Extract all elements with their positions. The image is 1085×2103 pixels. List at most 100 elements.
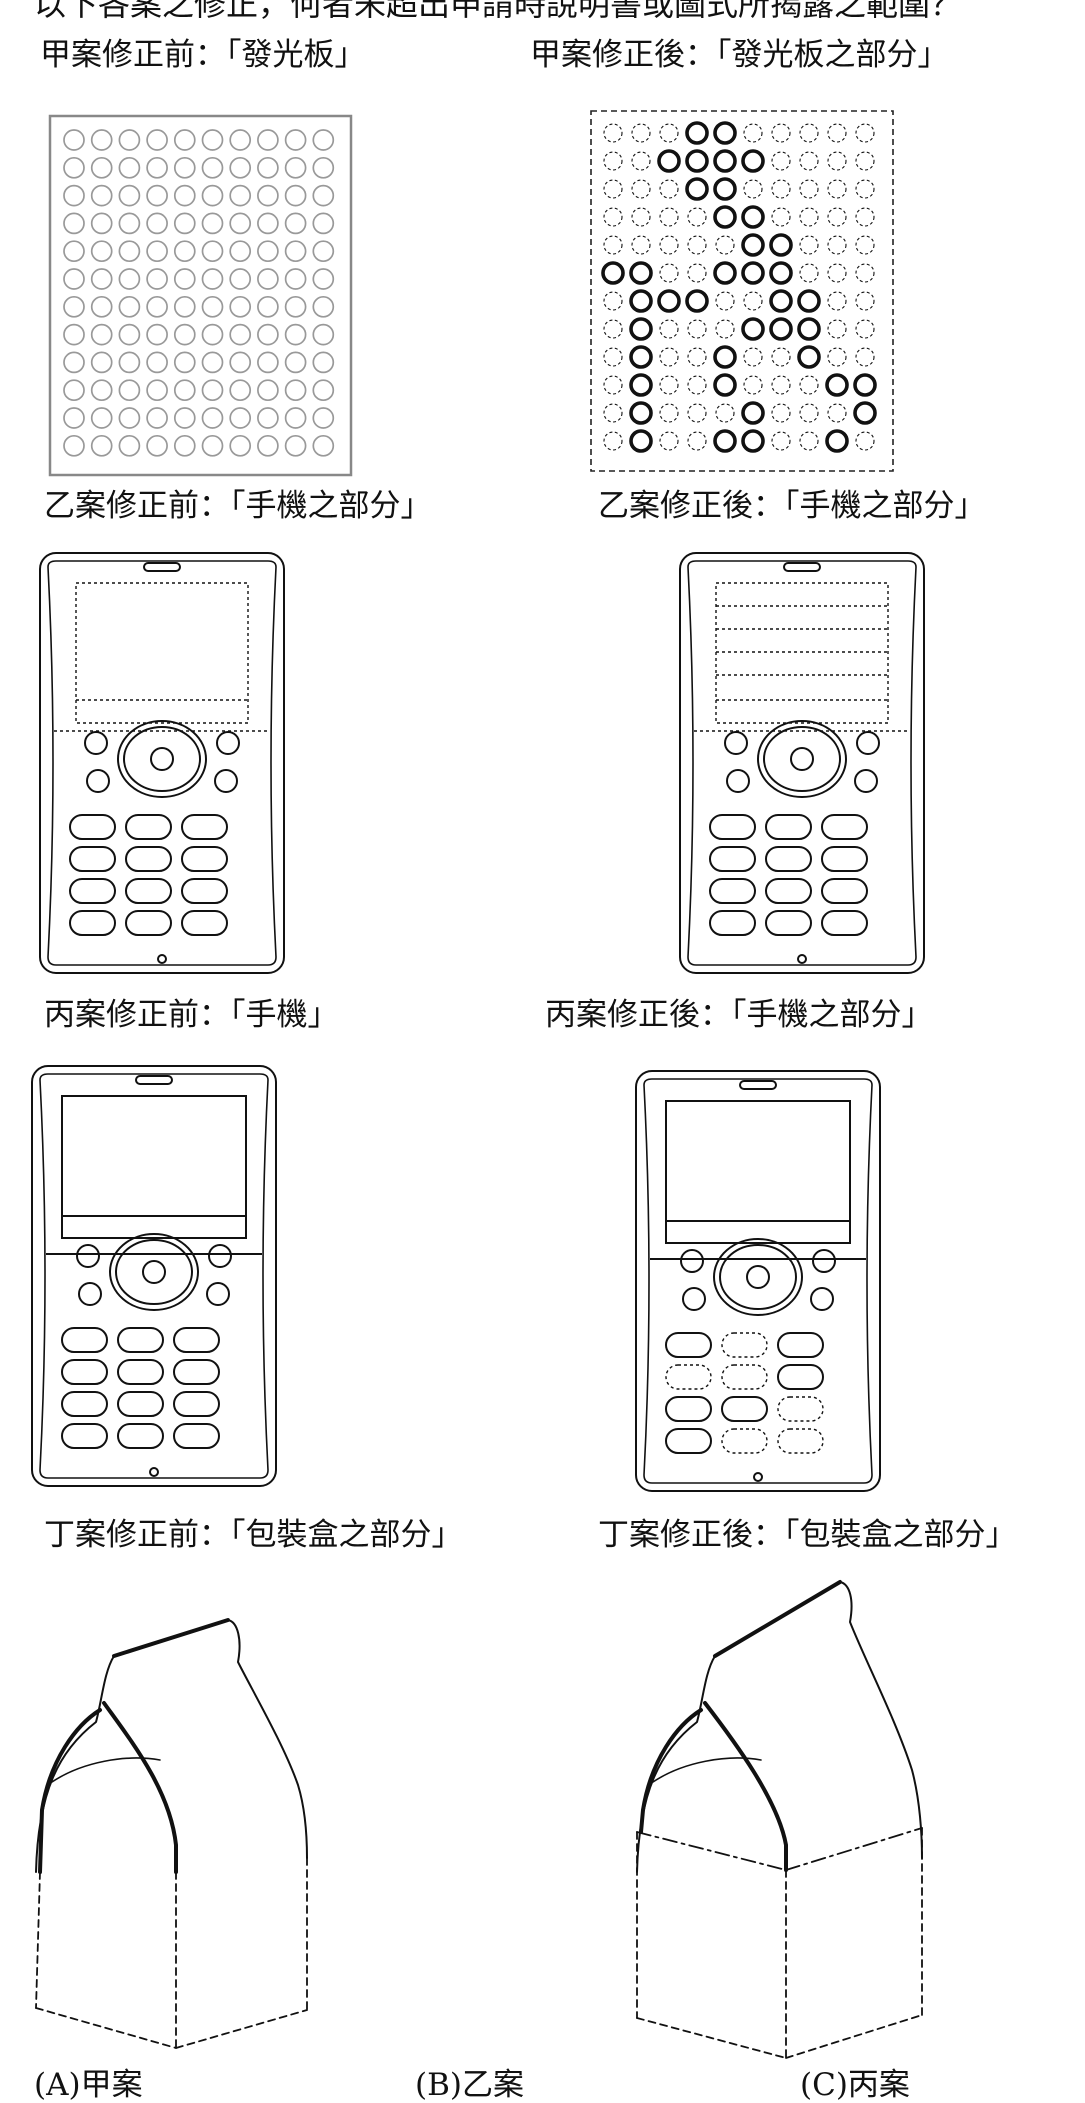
nav-ring-inner xyxy=(123,726,201,792)
led-circle-dashed xyxy=(687,375,707,395)
led-circle-dashed xyxy=(603,375,623,395)
led-circle-solid xyxy=(741,233,765,257)
led-circle-dashed xyxy=(659,263,679,283)
led-circle-solid xyxy=(741,149,765,173)
light-panel-after-figure xyxy=(590,110,894,472)
led-circle xyxy=(229,379,252,402)
led-circle-solid xyxy=(741,401,765,425)
led-circle xyxy=(146,129,168,151)
led-circle xyxy=(146,156,168,179)
led-circle xyxy=(312,434,335,457)
led-circle-dashed xyxy=(799,151,819,171)
led-circle-dashed xyxy=(771,347,791,367)
led-circle xyxy=(284,434,307,457)
led-circle-solid xyxy=(685,177,709,201)
led-circle xyxy=(63,268,85,290)
led-circle-dashed xyxy=(827,319,847,339)
led-circle xyxy=(284,379,307,402)
led-circle-solid xyxy=(629,345,653,369)
led-circle xyxy=(63,351,85,374)
phone-screen-dashed xyxy=(75,582,249,724)
keypad-key xyxy=(61,1423,108,1449)
led-circle-dashed xyxy=(827,291,847,311)
keypad-key xyxy=(173,1423,220,1449)
keypad-key xyxy=(117,1327,164,1353)
led-circle-dashed xyxy=(659,403,679,423)
led-circle-dashed xyxy=(799,207,819,227)
led-circle xyxy=(201,129,224,151)
led-circle xyxy=(284,407,307,429)
led-circle xyxy=(173,323,196,346)
case-jia-after-label: 甲案修正後：「發光板之部分」 xyxy=(530,37,949,73)
keypad-key xyxy=(125,910,172,936)
led-circle-dashed xyxy=(631,207,651,227)
led-circle-dashed xyxy=(827,403,847,423)
led-circle xyxy=(146,407,168,429)
phone-body xyxy=(635,1070,881,1492)
phone-yi-after-figure xyxy=(679,552,925,974)
led-circle xyxy=(257,212,279,235)
led-circle-solid xyxy=(629,317,653,341)
keypad-key xyxy=(61,1391,108,1417)
led-circle-dashed xyxy=(603,403,623,423)
led-circle xyxy=(257,434,279,457)
led-circle xyxy=(312,295,335,318)
keypad-key xyxy=(777,1332,824,1358)
led-circle xyxy=(90,268,113,290)
soft-key xyxy=(810,1287,834,1311)
microphone-hole xyxy=(157,954,167,964)
led-circle-dashed xyxy=(603,319,623,339)
led-circle xyxy=(201,268,224,290)
led-circle xyxy=(173,351,196,374)
keypad-key xyxy=(125,814,172,840)
led-circle-dashed xyxy=(603,347,623,367)
led-circle-dashed xyxy=(743,375,763,395)
led-circle xyxy=(229,351,252,374)
led-circle xyxy=(118,184,141,207)
led-circle xyxy=(146,379,168,402)
led-circle xyxy=(229,212,252,235)
led-circle xyxy=(284,295,307,318)
led-circle-dashed xyxy=(855,291,875,311)
led-circle-dashed xyxy=(827,235,847,255)
led-circle xyxy=(257,268,279,290)
keypad-key xyxy=(173,1391,220,1417)
keypad-key-dashed xyxy=(665,1364,712,1390)
led-circle-dashed xyxy=(659,347,679,367)
led-circle xyxy=(201,351,224,374)
led-circle-dashed xyxy=(827,207,847,227)
led-circle-dashed xyxy=(855,347,875,367)
led-circle-solid xyxy=(825,373,849,397)
phone-bezel xyxy=(39,1073,269,1479)
led-circle-solid xyxy=(657,289,681,313)
led-circle xyxy=(90,184,113,207)
led-circle-solid xyxy=(713,345,737,369)
case-yi-before-label: 乙案修正前：「手機之部分」 xyxy=(44,488,432,524)
led-circle-dashed xyxy=(687,263,707,283)
soft-key xyxy=(854,769,878,793)
led-circle-dashed xyxy=(659,319,679,339)
led-circle xyxy=(63,156,85,179)
led-circle-dashed xyxy=(771,375,791,395)
keypad-key xyxy=(125,846,172,872)
led-circle-dashed xyxy=(687,403,707,423)
soft-key xyxy=(78,1282,102,1306)
keypad-key xyxy=(821,910,868,936)
keypad-key xyxy=(173,1359,220,1385)
soft-key xyxy=(812,1249,836,1273)
led-circle xyxy=(173,379,196,402)
keypad-key xyxy=(821,814,868,840)
led-circle-dashed xyxy=(715,319,735,339)
led-circle-solid xyxy=(629,429,653,453)
led-circle-dashed xyxy=(855,207,875,227)
led-circle-solid xyxy=(769,233,793,257)
led-circle xyxy=(284,323,307,346)
speaker-slot xyxy=(143,562,181,572)
led-circle xyxy=(173,156,196,179)
led-circle xyxy=(90,351,113,374)
led-circle-dashed xyxy=(799,431,819,451)
phone-body xyxy=(679,552,925,974)
led-circle xyxy=(284,268,307,290)
led-circle xyxy=(63,407,85,429)
led-circle xyxy=(63,379,85,402)
